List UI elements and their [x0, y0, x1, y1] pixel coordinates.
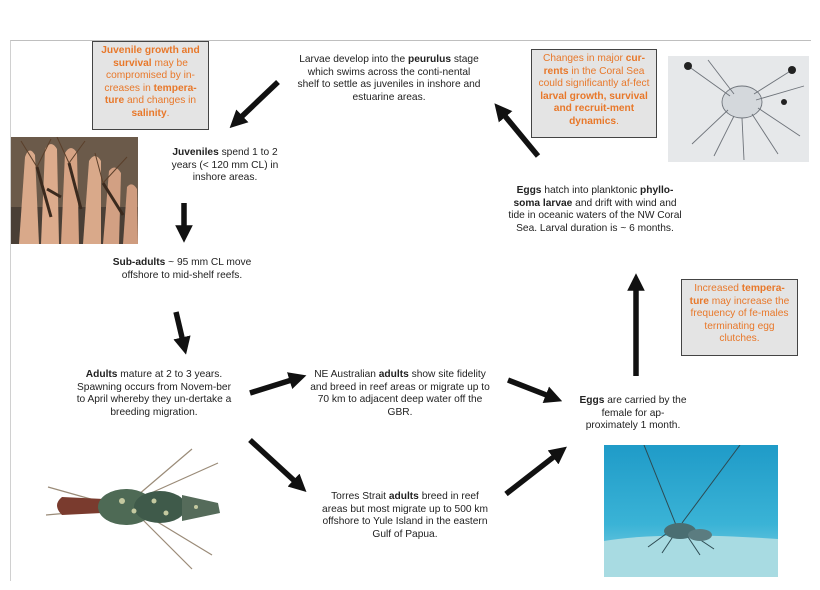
adult-lobster-photo: [42, 445, 240, 571]
torres-adults-stage-text: Torres Strait adults breed in reef areas…: [322, 491, 488, 540]
eggs-carried-stage-text: Eggs are carried by the female for ap-pr…: [579, 395, 687, 432]
temperature-note: Increased tempera-ture may increase the …: [681, 279, 798, 356]
currents-note: Changes in major cur-rents in the Coral …: [531, 49, 657, 138]
adults-stage-text: Adults mature at 2 to 3 years. Spawning …: [76, 369, 232, 418]
phyllosoma-larva-photo: [668, 56, 809, 162]
egg-carrying-lobster-underwater-photo: [604, 445, 778, 577]
diagram-frame: [10, 40, 811, 581]
larvae-stage-text: Larvae develop into the peurulus stage w…: [297, 54, 481, 103]
arrow-ne-adults-to-eggs: [506, 377, 563, 403]
arrow-adults-to-ne-adults: [249, 372, 307, 396]
juveniles-stage-text: Juveniles spend 1 to 2 years (< 120 mm C…: [171, 147, 279, 184]
juveniles-in-hands-photo: [11, 137, 138, 244]
eggs-hatch-stage-text: Eggs hatch into planktonic phyllo-soma l…: [508, 185, 682, 234]
note-bold: Juvenile growth and survival: [101, 45, 200, 69]
arrow-larvae-to-juveniles: [229, 80, 280, 129]
subadults-stage-text: Sub-adults ~ 95 mm CL move offshore to m…: [112, 257, 252, 281]
arrow-torres-to-eggs: [504, 446, 567, 497]
juvenile-growth-note: Juvenile growth and survival may be comp…: [92, 41, 209, 130]
arrow-hatch-to-larvae: [494, 103, 541, 158]
arrow-subadults-to-adults: [173, 311, 191, 355]
arrow-adults-to-torres: [248, 437, 307, 492]
ne-adults-stage-text: NE Australian adults show site fidelity …: [310, 369, 490, 418]
